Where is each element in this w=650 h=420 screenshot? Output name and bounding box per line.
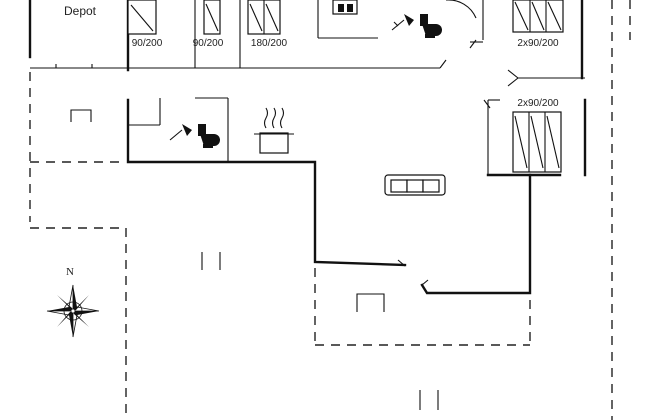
bed-5 xyxy=(512,111,562,173)
bed-label-4: 2x90/200 xyxy=(517,38,559,49)
bed-label-3: 180/200 xyxy=(251,38,288,49)
compass-north-label: N xyxy=(66,266,74,278)
bed-label-5: 2x90/200 xyxy=(517,98,559,109)
bed-label-2: 90/200 xyxy=(193,38,224,49)
toilet-icon xyxy=(420,14,442,38)
fireplace-icon xyxy=(70,109,92,122)
partitions xyxy=(30,0,585,175)
bed-1 xyxy=(127,0,157,35)
shower-icon xyxy=(169,124,192,141)
cooking-pot-icon xyxy=(254,107,294,154)
walls xyxy=(28,0,587,295)
room-label-depot: Depot xyxy=(64,4,97,18)
toilet-icon xyxy=(198,124,220,148)
bed-3 xyxy=(247,0,281,35)
bed-label-1: 90/200 xyxy=(132,38,163,49)
kitchen-appliance-icon xyxy=(332,0,358,15)
compass-rose-icon xyxy=(46,284,100,338)
terrace-outlines xyxy=(29,0,631,420)
fireplace-icon xyxy=(356,293,385,312)
sofa-icon xyxy=(384,174,446,196)
bed-2 xyxy=(203,0,221,35)
shower-icon xyxy=(391,14,414,31)
outdoor-post-marks xyxy=(201,252,439,410)
bed-4 xyxy=(512,0,564,33)
doors xyxy=(55,0,519,286)
